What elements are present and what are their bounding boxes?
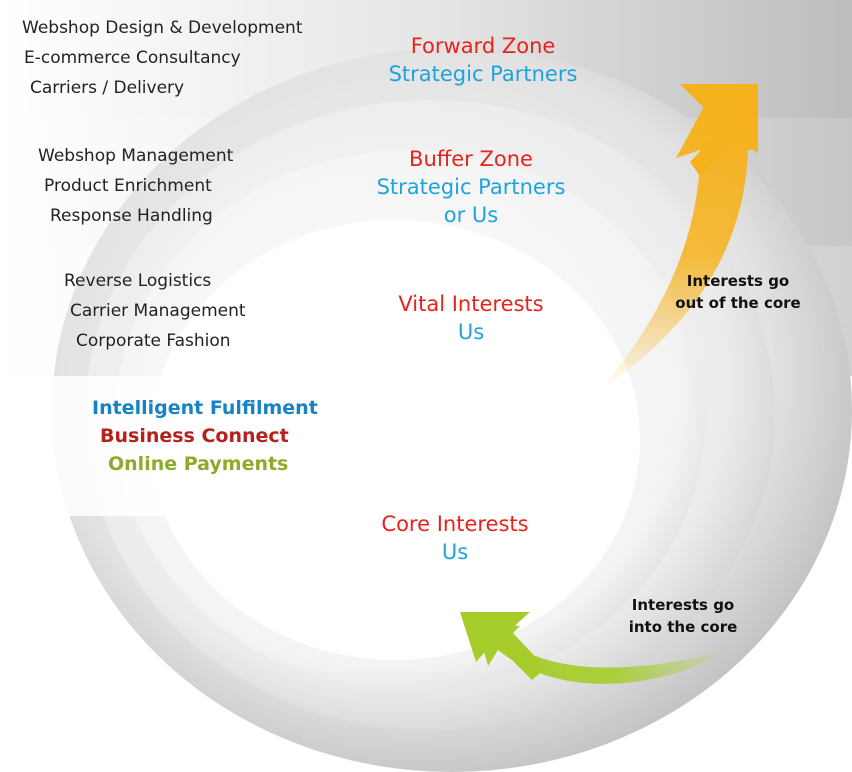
service-item: Carrier Management [70,301,246,321]
zone-owner: Strategic Partners [388,62,578,86]
service-item: Product Enrichment [44,176,212,196]
arrow-out-label: Interests go out of the core [653,270,823,314]
vital-zone-services: Reverse Logistics Carrier Management Cor… [64,266,246,356]
zone-owner: Us [441,540,469,564]
zone-owner: or Us [443,203,499,227]
core-items: Intelligent Fulfilment Business Connect … [92,394,318,478]
zone-name: Buffer Zone [409,147,533,171]
service-item: Corporate Fashion [76,331,231,351]
core-circle [150,220,640,660]
service-item: E-commerce Consultancy [24,48,241,68]
arrow-label-line: out of the core [675,294,801,312]
service-item: Carriers / Delivery [30,78,185,98]
service-item: Webshop Management [38,146,234,166]
zone-name: Core Interests [381,512,529,536]
arrow-in-label: Interests go into the core [598,594,768,638]
core-zone-label: Core Interests Us [305,510,605,566]
zone-name: Forward Zone [410,34,556,58]
service-item: Reverse Logistics [64,271,212,291]
arrow-label-line: into the core [628,618,738,636]
core-item-online-payments: Online Payments [108,453,289,475]
arrow-label-line: Interests go [686,272,790,290]
zone-owner: Us [457,320,485,344]
arrow-label-line: Interests go [631,596,735,614]
arrow-out-of-core [600,92,758,390]
arrow-in-head [460,612,546,680]
core-item-business-connect: Business Connect [100,425,289,447]
forward-zone-services: Webshop Design & Development E-commerce … [22,13,303,103]
zone-owner: Strategic Partners [376,175,566,199]
service-item: Response Handling [50,206,213,226]
buffer-zone-services: Webshop Management Product Enrichment Re… [38,141,233,231]
zone-name: Vital Interests [398,292,544,316]
arrow-out-head [680,84,758,176]
vital-zone-label: Vital Interests Us [321,290,621,346]
buffer-zone-label: Buffer Zone Strategic Partners or Us [321,145,621,229]
service-item: Webshop Design & Development [22,18,303,38]
core-item-intelligent-fulfilment: Intelligent Fulfilment [92,397,318,419]
forward-zone-label: Forward Zone Strategic Partners [333,32,633,88]
